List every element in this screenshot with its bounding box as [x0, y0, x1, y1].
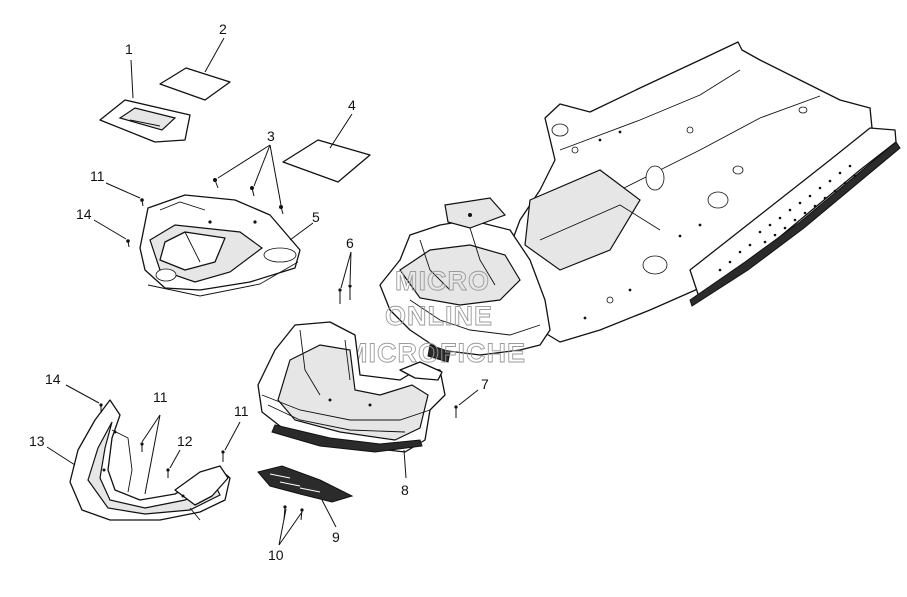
side-rail-perforations [718, 164, 857, 272]
part-2-decal [159, 67, 231, 101]
part-8-belly-pan [257, 321, 446, 453]
leader-lines [46, 37, 479, 546]
callout-9: 9 [332, 529, 340, 545]
callout-13: 13 [29, 433, 45, 449]
callout-10: 10 [268, 547, 284, 563]
part-6-fasteners [338, 284, 352, 304]
part-3-rivets [213, 178, 284, 215]
callout-4: 4 [348, 97, 356, 113]
callout-6: 6 [346, 235, 354, 251]
part-4-decal [282, 139, 371, 183]
callout-14-bumper: 14 [45, 371, 61, 387]
watermark-line-2: ONLINE [385, 301, 493, 331]
frame-holes [551, 106, 808, 304]
part-9-skid-plate [257, 465, 354, 503]
callout-12: 12 [177, 433, 193, 449]
part-10-screws [283, 505, 304, 521]
watermark-line-3: MICROFICHE [345, 338, 526, 368]
watermark-line-1: MICRO [395, 266, 490, 296]
callout-8: 8 [401, 482, 409, 498]
callout-1: 1 [125, 41, 133, 57]
callout-11-nose: 11 [234, 403, 249, 419]
watermark: MICRO ONLINE MICROFICHE [345, 266, 526, 369]
part-5-console [139, 194, 301, 297]
callout-3: 3 [267, 128, 275, 144]
bumper-fasteners [99, 403, 225, 478]
callout-2: 2 [219, 21, 227, 37]
callout-11-upper: 11 [90, 168, 105, 184]
callout-14-upper: 14 [76, 206, 92, 222]
callout-7: 7 [481, 376, 489, 392]
part-13-bumper [69, 399, 231, 521]
callout-11-bumper: 11 [153, 389, 168, 405]
callout-5: 5 [312, 209, 320, 225]
part-1-panel [99, 99, 191, 143]
chassis-frame [379, 41, 901, 363]
callout-labels: 1 2 3 4 5 6 7 8 9 10 11 11 11 12 13 14 1… [29, 21, 489, 563]
